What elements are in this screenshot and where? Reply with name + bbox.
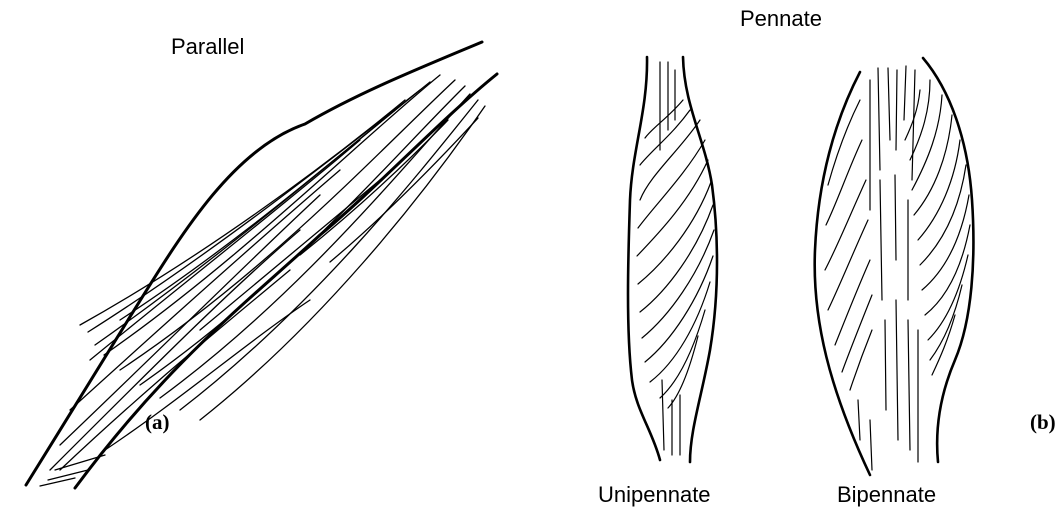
unipennate-fibers: [636, 99, 715, 409]
unipennate-left-outline: [626, 55, 662, 462]
parallel-title: Parallel: [171, 34, 245, 59]
unipennate-tendon-lines: [659, 61, 681, 456]
panel-a-label: (a): [145, 410, 170, 434]
bipennate-central-tendon: [857, 65, 919, 471]
bipennate-left-outline: [813, 70, 872, 477]
panel-b-label: (b): [1030, 410, 1056, 434]
bipennate-right-fibers: [904, 79, 971, 376]
bipennate-left-fibers: [824, 99, 873, 391]
unipennate-label: Unipennate: [598, 482, 711, 507]
parallel-muscle-fibers: [39, 74, 486, 487]
unipennate-right-outline: [681, 55, 719, 464]
parallel-muscle-drawing: [24, 40, 499, 490]
bipennate-muscle-drawing: [813, 56, 975, 477]
parallel-muscle-lower-outline: [73, 72, 499, 490]
bipennate-right-outline: [921, 56, 975, 464]
parallel-muscle-upper-outline: [24, 40, 484, 487]
bipennate-label: Bipennate: [837, 482, 937, 507]
pennate-title: Pennate: [740, 6, 822, 31]
unipennate-muscle-drawing: [626, 55, 719, 464]
